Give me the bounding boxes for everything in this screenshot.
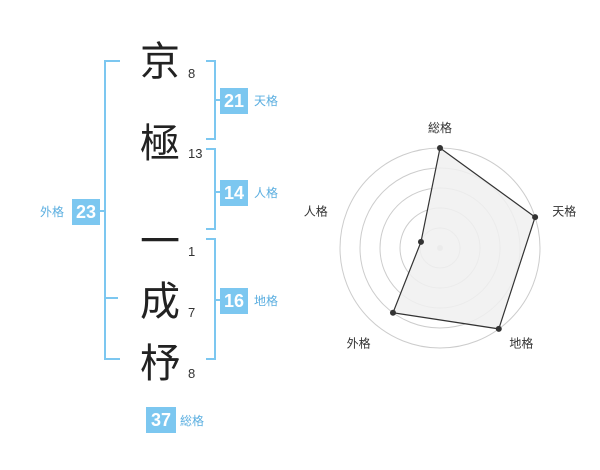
gaikaku-bracket <box>104 60 120 360</box>
radar-point-3 <box>389 309 396 316</box>
radar-axis-label-1: 天格 <box>552 204 576 219</box>
radar-axis-label-3: 外格 <box>347 335 371 350</box>
tenkaku-bracket-tick <box>214 99 220 101</box>
tenkaku-label: 天格 <box>254 94 279 108</box>
stroke-count-5: 8 <box>188 366 196 381</box>
gaikaku-bracket-join <box>104 297 118 299</box>
jinkaku-bracket <box>206 148 216 230</box>
radar-axis-label-4: 人格 <box>304 204 328 219</box>
radar-axis-label-2: 地格 <box>509 335 533 350</box>
name-char-4: 成 <box>140 279 180 325</box>
gaikaku-label: 外格 <box>40 205 65 219</box>
name-char-1: 京 <box>140 39 180 85</box>
radar-polygon <box>392 146 536 330</box>
stroke-count-2: 13 <box>188 146 203 161</box>
soukaku-label: 総格 <box>180 414 205 428</box>
jinkaku-label: 人格 <box>254 186 279 200</box>
radar-point-0 <box>437 145 443 151</box>
name-char-3: 一 <box>140 219 180 265</box>
chikaku-value: 16 <box>220 288 248 314</box>
stroke-count-1: 8 <box>188 66 196 81</box>
gaikaku-value: 23 <box>72 199 100 225</box>
radar-point-1 <box>532 214 539 221</box>
jinkaku-bracket-tick <box>214 191 220 193</box>
name-char-5: 杼 <box>140 341 180 387</box>
radar-point-4 <box>417 238 424 245</box>
radar-point-2 <box>495 325 502 332</box>
chikaku-label: 地格 <box>254 294 279 308</box>
tenkaku-value: 21 <box>220 88 248 114</box>
chikaku-bracket-tick <box>214 299 220 301</box>
radar-axis-label-0: 総格 <box>428 120 452 135</box>
jinkaku-value: 14 <box>220 180 248 206</box>
stroke-count-3: 1 <box>188 244 196 259</box>
gaikaku-bracket-tick <box>98 210 106 212</box>
name-char-2: 極 <box>140 121 180 167</box>
soukaku-value: 37 <box>146 407 176 433</box>
stroke-count-4: 7 <box>188 305 196 320</box>
